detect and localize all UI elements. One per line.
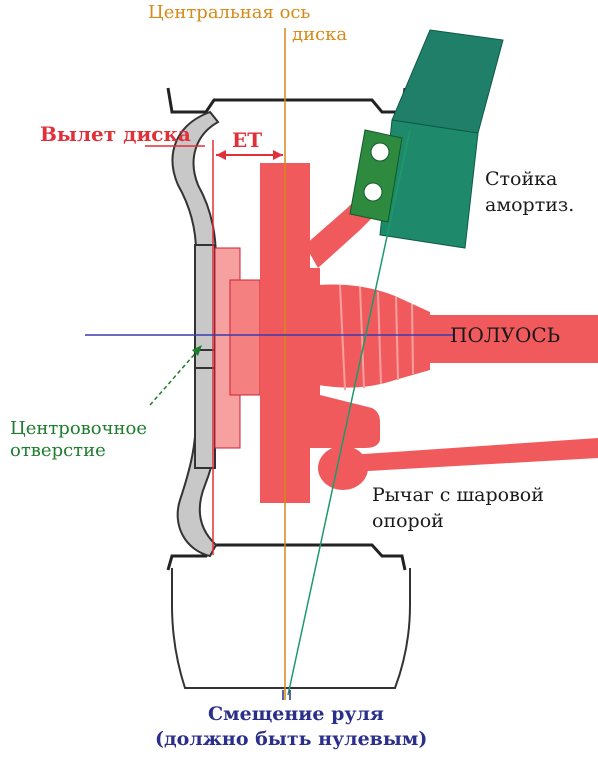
et-arrowhead-right	[273, 150, 283, 160]
label-steer-offset-2: (должно быть нулевым)	[155, 728, 428, 750]
cv-boot-ribs	[339, 284, 414, 391]
label-arm-2: опорой	[372, 510, 444, 532]
hub-boss	[229, 279, 261, 396]
label-et: ET	[232, 128, 263, 152]
knuckle-body	[305, 268, 380, 448]
steering-axis-line	[287, 129, 411, 696]
label-center-axis-1: Центральная ось	[148, 2, 311, 23]
label-half-shaft: ПОЛУОСЬ	[450, 323, 561, 347]
label-steer-offset-1: Смещение руля	[208, 703, 384, 725]
disc-flange-lower	[194, 367, 216, 469]
rim-top	[166, 87, 407, 114]
half-shaft	[430, 315, 598, 363]
center-bore-pointer	[149, 347, 201, 406]
lower-arm	[350, 438, 598, 472]
strut-upper	[391, 29, 504, 134]
label-strut-2: амортиз.	[485, 194, 575, 216]
label-arm-1: Рычаг с шаровой	[372, 484, 544, 506]
label-wheel-offset: Вылет диска	[40, 122, 191, 146]
cv-boot	[318, 284, 430, 388]
ball-joint	[318, 446, 368, 490]
label-center-bore-2: отверстие	[10, 440, 106, 461]
label-center-bore-1: Центровочное	[10, 418, 148, 439]
center-bore-arrowhead	[192, 345, 202, 356]
bracket-bolt-2	[363, 182, 383, 202]
label-center-axis-2: диска	[292, 24, 348, 45]
et-arrowhead-left	[216, 150, 226, 160]
label-strut-1: Стойка	[485, 168, 558, 190]
bracket-bolt-1	[370, 142, 390, 162]
tire-outline	[171, 568, 411, 689]
rim-bottom	[166, 543, 407, 571]
